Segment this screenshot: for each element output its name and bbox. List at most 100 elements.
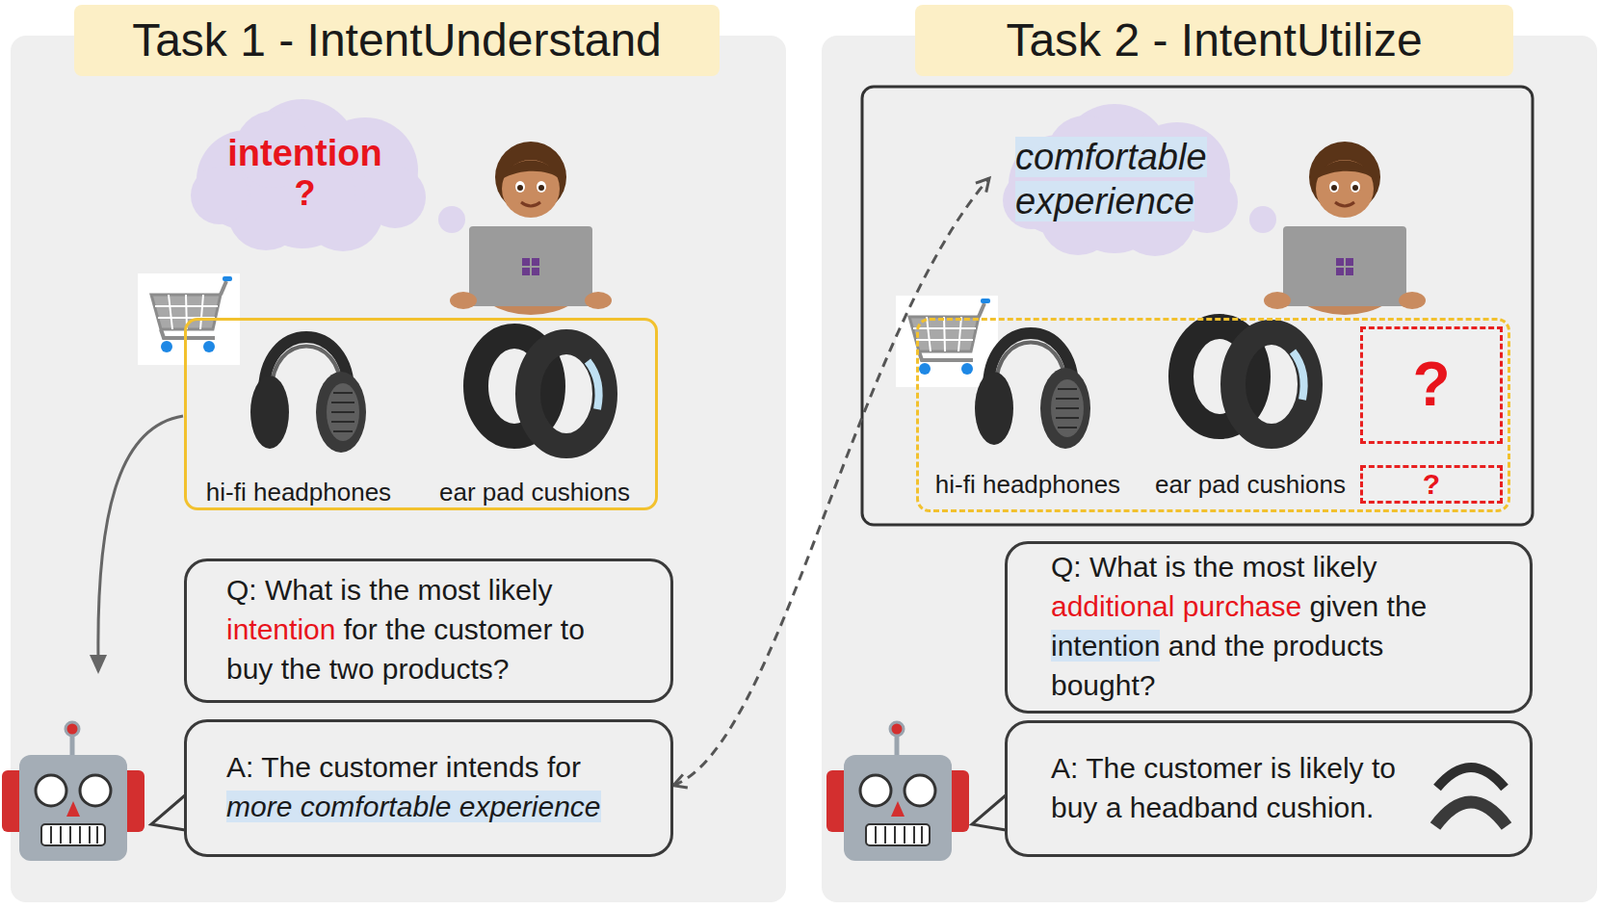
text-holder: Q: What is the most likely additional pu… [1050,547,1475,706]
person-icon-part [1329,181,1339,193]
unknown-item-box: ? [1360,326,1503,445]
cart-icon-part [895,295,998,388]
product-box: hi-fi headphonesear pad cushions [183,317,658,511]
thought-cloud: intention? [177,91,433,256]
person-icon-part [1335,202,1355,207]
person-icon-part [1315,159,1374,218]
person-icon-part [536,181,547,193]
panel-title: Task 1 - IntentUnderstand [131,14,662,66]
unknown-mark: ? [1412,349,1450,420]
person-icon-part [1315,160,1374,181]
question-box: Q: What is the most likely additional pu… [1004,541,1533,714]
headphones-picture-part [974,371,1014,446]
ear-pad-picture-part [1232,332,1311,437]
headphones-picture-part [1055,389,1079,428]
robot-icon-part [875,826,922,844]
person-icon-part [449,291,477,310]
person-icon-part [522,267,530,276]
text-holder: ? [1363,468,1500,501]
panel-title: Task 2 - IntentUtilize [1005,14,1422,66]
speech-tail-part [151,795,185,831]
answer-box: A: The customer is likely to buy a headb… [1004,720,1533,858]
person-icon-part [1331,184,1338,191]
cart-icon-part [918,363,931,375]
answer-text: A: The customer intends for more comfort… [226,751,602,823]
arrow-head [89,655,107,675]
person-icon-part [1350,181,1361,193]
robot-icon-part [891,801,905,817]
cart-icon-part [913,316,976,352]
cloud-shape [989,96,1245,261]
robot-icon [1,722,145,862]
thought-bubble [1249,206,1277,234]
text-holder: A: The customer intends for more comfort… [226,747,612,827]
robot-icon-part [66,801,80,817]
text-holder: A: The customer is likely to buy a headb… [1050,748,1417,828]
text-holder: ear pad cushions [1139,470,1362,499]
text-holder: hi-fi headphones [187,477,410,507]
robot-icon-part [51,826,98,844]
cart-icon-part [160,329,215,339]
task-panel: Task 1 - IntentUnderstandintention?hi-fi… [10,35,787,903]
person-icon-part [517,184,524,191]
headphones-picture-part [1050,379,1084,438]
cart-icon-part [978,303,985,317]
person-icon-part [538,184,545,191]
robot-icon [826,722,970,862]
question-text: Q: What is the most likely additional pu… [1050,550,1427,702]
headband-cushion-picture-part [1435,802,1507,827]
robot-icon-part [904,775,936,807]
person-icon-part [1263,291,1291,310]
speech-tail-part [971,795,1006,831]
text-holder: Q: What is the most likely intention for… [226,570,612,689]
cart-icon-part [961,363,973,375]
text-holder: ? [1363,348,1500,420]
robot-icon-part [65,722,79,736]
speech-tail [971,795,1006,831]
person-icon [449,141,612,315]
robot-icon-part [865,824,930,846]
cloud-part [364,166,426,229]
robot-icon-part [860,775,892,807]
cart-icon-part [203,340,215,353]
headphones-picture [974,333,1091,449]
robot-icon-part [41,824,105,846]
ear-pad-picture-part [587,361,600,410]
title-band: Task 2 - IntentUtilize [915,4,1514,77]
robot-icon-part [35,775,67,807]
cart-icon-part [160,340,173,353]
highlighted-words: comfortable experience [1015,136,1207,222]
headphones-picture [250,337,367,453]
product-box: hi-fi headphonesear pad cushions?? [916,317,1511,513]
question-box: Q: What is the most likely intention for… [183,558,674,704]
cart-icon-part [909,316,979,352]
robot-icon-part [843,755,952,862]
highlighted-words: intention [226,613,336,646]
cloud-part [190,166,249,225]
person-icon-part [521,202,541,207]
robot-icon-part [79,775,111,807]
product-label: ear pad cushions [1154,470,1346,499]
robot-icon-part [890,722,904,736]
highlighted-words: more comfortable experience [226,790,602,823]
highlighted-words: intention [1050,629,1160,662]
panel-ground [821,35,1598,903]
person-icon-part [531,258,540,266]
cart-icon-part [980,298,991,304]
person-icon-part [1352,184,1359,191]
cart-icon [895,295,998,388]
headphones-picture-part [331,393,355,432]
ear-pad-picture-part [527,341,605,446]
person-icon-part [1283,226,1407,307]
text-holder: comfortable experience [1015,134,1223,224]
answer-box: A: The customer intends for more comfort… [183,719,674,858]
text-holder: ? [177,172,433,215]
flow-arrow [98,416,184,659]
text-holder: intention [177,131,433,176]
arrow-head [975,178,990,193]
speech-tail-part [151,795,185,831]
panel-ground [10,35,787,903]
person-icon-part [1345,267,1354,276]
thought-text: intention [227,132,382,174]
